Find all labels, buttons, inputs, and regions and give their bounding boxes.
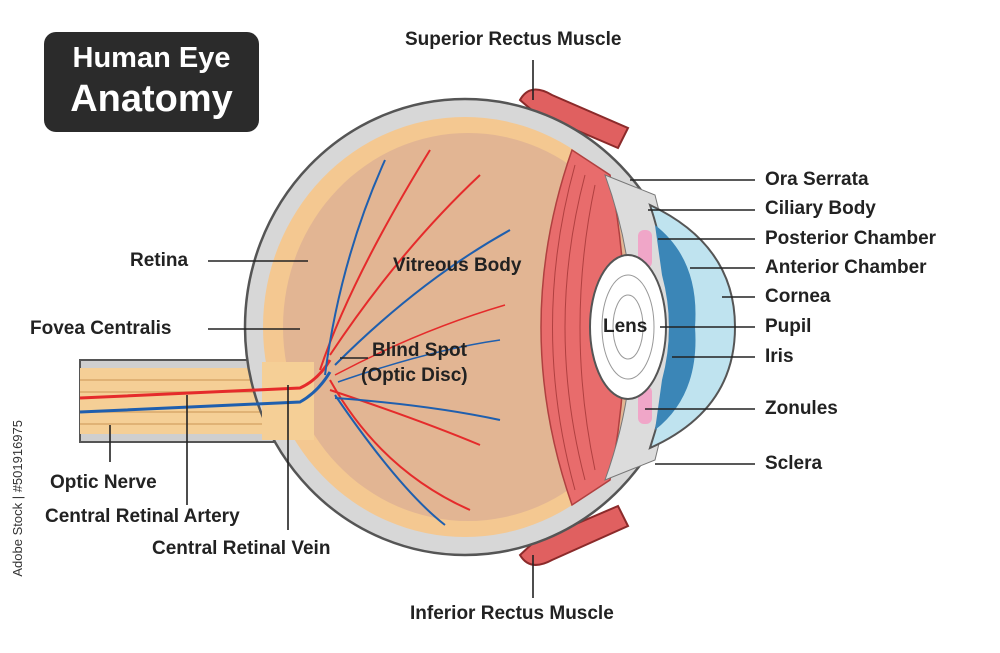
label-vitreous-body: Vitreous Body	[393, 255, 522, 276]
label-zonules: Zonules	[765, 398, 838, 419]
label-fovea-centralis: Fovea Centralis	[30, 318, 172, 339]
stock-id-watermark: Adobe Stock | #501916975	[10, 420, 25, 577]
leader-lines	[109, 60, 755, 598]
label-posterior-chamber: Posterior Chamber	[765, 228, 937, 249]
inferior-rectus-muscle	[518, 504, 630, 566]
label-ora-serrata: Ora Serrata	[765, 169, 869, 190]
label-cornea: Cornea	[765, 286, 831, 307]
label-anterior-chamber: Anterior Chamber	[765, 257, 927, 278]
label-inferior-rectus: Inferior Rectus Muscle	[410, 603, 614, 624]
label-sclera: Sclera	[765, 453, 823, 474]
label-central-retinal-vein: Central Retinal Vein	[152, 538, 331, 559]
label-lens: Lens	[603, 316, 648, 337]
label-central-retinal-artery: Central Retinal Artery	[45, 506, 240, 527]
label-optic-disc: (Optic Disc)	[361, 365, 468, 386]
label-pupil: Pupil	[765, 316, 812, 337]
label-ciliary-body: Ciliary Body	[765, 198, 876, 219]
label-blind-spot: Blind Spot	[372, 340, 467, 361]
central-retinal-vein	[79, 159, 511, 526]
title-box: Human Eye Anatomy	[44, 32, 259, 132]
label-retina: Retina	[130, 250, 189, 271]
superior-rectus-muscle	[518, 88, 630, 150]
label-optic-nerve: Optic Nerve	[50, 472, 157, 493]
label-iris: Iris	[765, 346, 794, 367]
title-line2: Anatomy	[70, 78, 233, 120]
title-line1: Human Eye	[72, 42, 231, 74]
label-superior-rectus: Superior Rectus Muscle	[405, 29, 622, 50]
